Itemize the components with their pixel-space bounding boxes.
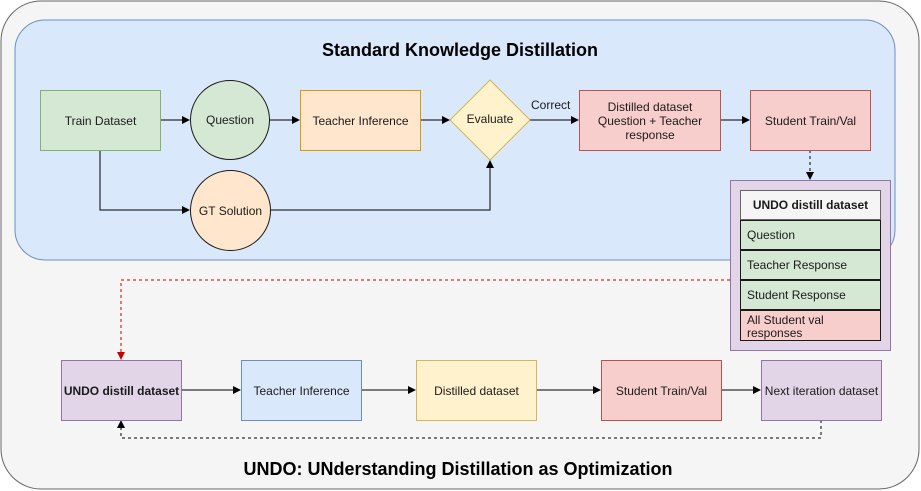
next-iteration-dataset-node: Next iteration dataset	[761, 360, 882, 421]
undo-table-row: All Student val responses	[740, 310, 881, 341]
undo-table-row: Teacher Response	[740, 250, 881, 280]
train-dataset-node: Train Dataset	[40, 90, 161, 151]
edge-gt-to-evaluate	[270, 160, 494, 211]
bottom-teacher-inference-node: Teacher Inference	[241, 360, 362, 421]
student-train-val-node: Student Train/Val	[750, 90, 871, 151]
undo-table-row: Student Response	[740, 280, 881, 310]
bottom-distilled-dataset-node: Distilled dataset	[416, 360, 537, 421]
top-panel-title: Standard Knowledge Distillation	[321, 40, 599, 60]
question-node: Question	[190, 80, 270, 160]
undo-table-row: Question	[740, 220, 881, 250]
gt-solution-node: GT Solution	[190, 170, 271, 251]
outer-panel-title: UNDO: UNderstanding Distillation as Opti…	[243, 459, 673, 479]
distilled-dataset-node: Distilled dataset Question + Teacher res…	[579, 90, 721, 151]
edge-next-to-undo-loop	[117, 420, 822, 439]
edge-undo-table-to-undo-dataset	[117, 279, 730, 360]
undo-table-header: UNDO distill dataset	[740, 190, 881, 220]
bottom-student-train-val-node: Student Train/Val	[601, 360, 722, 421]
evaluate-label: Evaluate	[466, 112, 514, 126]
undo-distill-dataset-node: UNDO distill dataset	[61, 360, 182, 421]
teacher-inference-node: Teacher Inference	[300, 90, 421, 151]
edge-train-to-gt	[99, 150, 190, 214]
correct-label: Correct	[531, 98, 571, 112]
